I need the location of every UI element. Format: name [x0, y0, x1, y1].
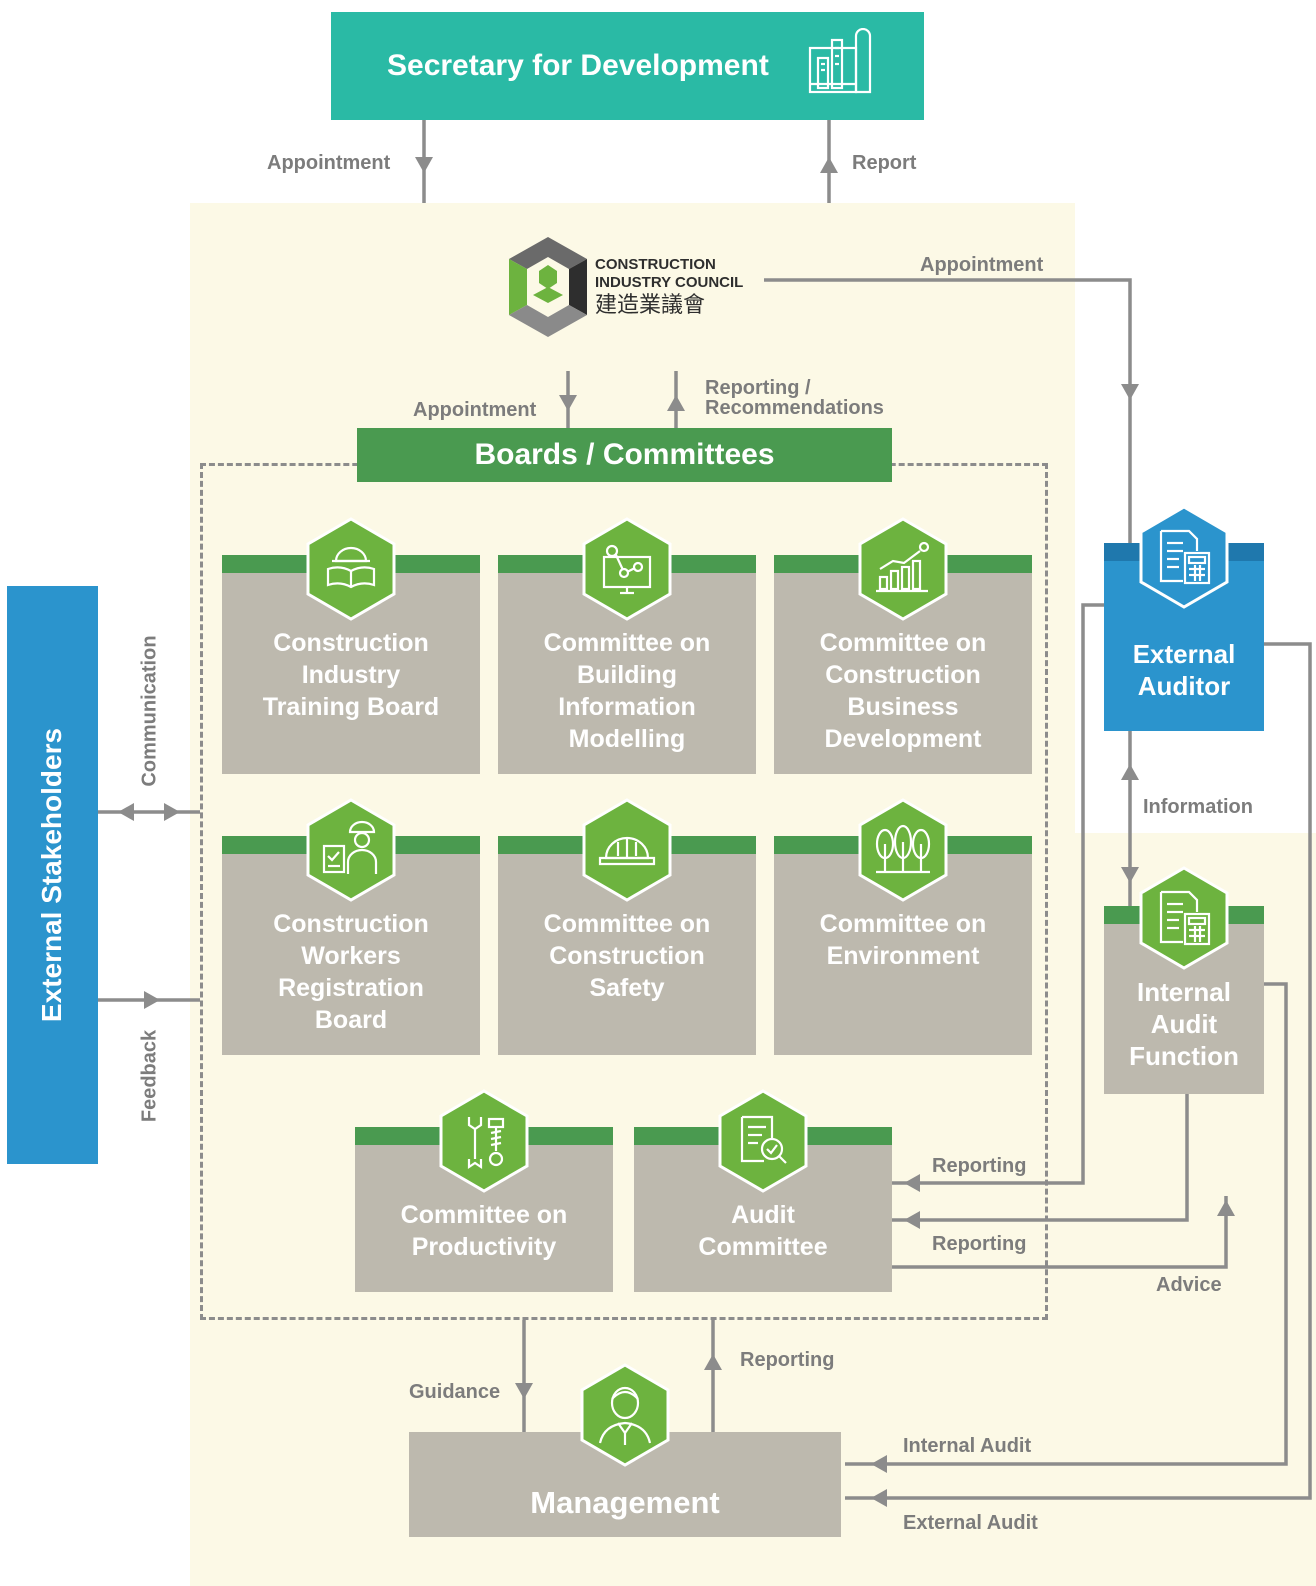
- reporting-label-internal: Reporting: [932, 1233, 1027, 1255]
- boards-committees-bar: Boards / Committees: [357, 428, 892, 482]
- external-stakeholders-label: External Stakeholders: [36, 727, 67, 1023]
- card-productivity: Committee on Productivity: [355, 1127, 613, 1292]
- network-monitor-icon: [582, 517, 672, 621]
- card-label: Construction Workers Registration Board: [273, 910, 429, 1034]
- external-audit-label-link: External Audit: [903, 1512, 1038, 1534]
- card-bim: Committee on Building Information Modell…: [498, 555, 756, 774]
- secretary-box: Secretary for Development: [331, 12, 924, 120]
- internal-audit-label-link: Internal Audit: [903, 1435, 1032, 1457]
- management-label: Management: [530, 1485, 720, 1520]
- wrench-bolt-icon: [439, 1089, 529, 1193]
- appointment-label-top: Appointment: [267, 152, 391, 174]
- cic-logo-text: CONSTRUCTION INDUSTRY COUNCIL 建造業議會: [595, 256, 743, 318]
- logo-line-3: 建造業議會: [595, 292, 706, 317]
- appointment-label-auditor: Appointment: [920, 254, 1044, 276]
- guidance-label: Guidance: [409, 1381, 501, 1403]
- external-auditor-label: External Auditor: [1132, 639, 1236, 701]
- card-label: Committee on Building Information Modell…: [543, 629, 711, 753]
- reporting-label-external: Reporting: [932, 1155, 1027, 1177]
- communication-label: Communication: [138, 635, 161, 787]
- document-search-icon: [718, 1089, 808, 1193]
- reporting-label-boards-2: Recommendations: [705, 397, 884, 419]
- internal-audit-box: Internal Audit Function: [1104, 906, 1264, 1094]
- external-stakeholders-box: External Stakeholders: [7, 586, 98, 1164]
- calculator-document-icon: [1139, 505, 1229, 609]
- appointment-label-boards: Appointment: [413, 399, 537, 421]
- advice-label: Advice: [1156, 1274, 1222, 1296]
- reporting-label-management: Reporting: [740, 1349, 835, 1371]
- logo-line-2: INDUSTRY COUNCIL: [595, 274, 744, 291]
- cic-logo-icon: [509, 237, 587, 337]
- internal-audit-label: Internal Audit Function: [1129, 977, 1239, 1071]
- worker-checklist-icon: [306, 798, 396, 902]
- safety-helmet-icon: [582, 798, 672, 902]
- card-label: Committee on Environment: [819, 910, 987, 970]
- secretary-title: Secretary for Development: [387, 49, 769, 82]
- trees-icon: [858, 798, 948, 902]
- information-label: Information: [1143, 796, 1253, 818]
- feedback-label: Feedback: [138, 1029, 161, 1123]
- card-label: Audit Committee: [698, 1201, 828, 1261]
- card-label: Committee on Productivity: [400, 1201, 568, 1261]
- card-business-development: Committee on Construction Business Devel…: [774, 555, 1032, 774]
- card-label: Committee on Construction Safety: [543, 910, 711, 1002]
- card-label: Construction Industry Training Board: [262, 629, 440, 721]
- manager-avatar-icon: [580, 1363, 670, 1467]
- logo-line-1: CONSTRUCTION: [595, 256, 716, 273]
- city-plan-icon: [808, 28, 872, 94]
- book-hardhat-icon: [306, 517, 396, 621]
- growth-chart-icon: [858, 517, 948, 621]
- card-label: Committee on Construction Business Devel…: [819, 629, 987, 753]
- calculator-document-icon: [1139, 866, 1229, 970]
- report-label-top: Report: [852, 152, 917, 174]
- reporting-label-boards-1: Reporting /: [705, 377, 811, 399]
